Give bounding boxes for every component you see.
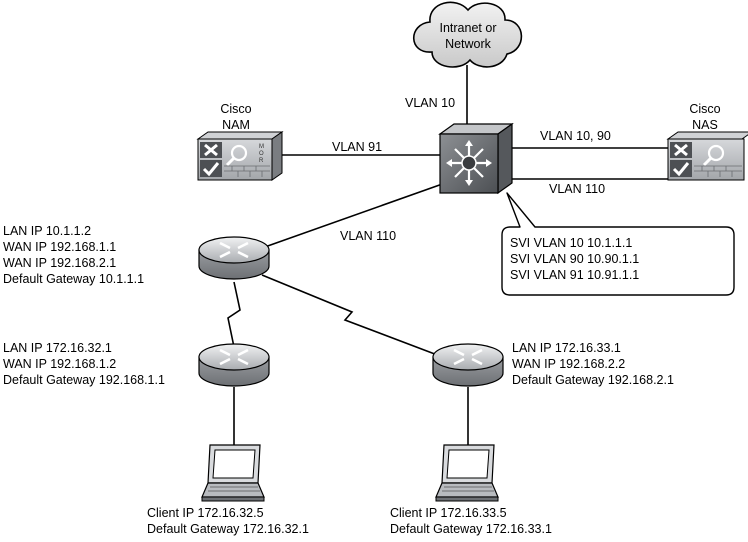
nam-label-line2: NAM — [222, 118, 250, 132]
client-left-info: Client IP 172.16.32.5 Default Gateway 17… — [147, 505, 309, 537]
router-left-icon — [198, 343, 270, 387]
router-left-line2: WAN IP 192.168.1.2 — [3, 357, 117, 371]
svg-text:R: R — [259, 158, 264, 164]
router-top-line1: LAN IP 10.1.1.2 — [3, 224, 92, 238]
nas-label-line2: NAS — [692, 118, 718, 132]
link-label-vlan10: VLAN 10 — [405, 96, 456, 110]
nas-appliance-icon — [666, 131, 748, 181]
svi-line1: SVI VLAN 10 10.1.1.1 — [510, 236, 633, 250]
router-right-info: LAN IP 172.16.33.1 WAN IP 192.168.2.2 De… — [512, 340, 674, 388]
svg-text:O: O — [259, 151, 264, 157]
svi-callout — [501, 192, 735, 296]
laptop-left-icon — [201, 444, 265, 502]
client-left-line1: Client IP 172.16.32.5 — [147, 506, 264, 520]
nam-label: Cisco NAM — [214, 101, 258, 133]
svi-callout-text: SVI VLAN 10 10.1.1.1 SVI VLAN 90 10.90.1… — [510, 235, 639, 283]
router-left-line1: LAN IP 172.16.32.1 — [3, 341, 112, 355]
laptop-right-icon — [435, 444, 499, 502]
router-top-line3: WAN IP 192.168.2.1 — [3, 256, 117, 270]
client-right-line1: Client IP 172.16.33.5 — [390, 506, 507, 520]
nas-label: Cisco NAS — [683, 101, 727, 133]
nas-label-line1: Cisco — [689, 102, 721, 116]
router-top-line2: WAN IP 192.168.1.1 — [3, 240, 117, 254]
svi-line3: SVI VLAN 91 10.91.1.1 — [510, 268, 640, 282]
svg-text:M: M — [259, 144, 264, 150]
nam-label-line1: Cisco — [220, 102, 252, 116]
wan-link-right — [261, 274, 441, 357]
client-right-line2: Default Gateway 172.16.33.1 — [390, 522, 552, 536]
link-label-vlan91: VLAN 91 — [332, 140, 383, 154]
link-label-vlan110-router: VLAN 110 — [340, 229, 397, 243]
router-right-line1: LAN IP 172.16.33.1 — [512, 341, 621, 355]
client-left-line2: Default Gateway 172.16.32.1 — [147, 522, 309, 536]
multilayer-switch-icon — [438, 122, 514, 195]
router-left-info: LAN IP 172.16.32.1 WAN IP 192.168.1.2 De… — [3, 340, 165, 388]
link-switch-router-top — [261, 181, 449, 249]
links — [227, 65, 668, 445]
nam-appliance-icon: M O R — [196, 131, 284, 181]
router-right-line3: Default Gateway 192.168.2.1 — [512, 373, 674, 387]
cloud-label-line2: Network — [445, 37, 491, 51]
client-right-info: Client IP 172.16.33.5 Default Gateway 17… — [390, 505, 552, 537]
router-right-line2: WAN IP 192.168.2.2 — [512, 357, 626, 371]
svi-line2: SVI VLAN 90 10.90.1.1 — [510, 252, 640, 266]
cloud-label: Intranet or Network — [430, 20, 506, 52]
router-top-line4: Default Gateway 10.1.1.1 — [3, 272, 145, 286]
router-left-line3: Default Gateway 192.168.1.1 — [3, 373, 165, 387]
cloud-label-line1: Intranet or — [439, 21, 497, 35]
link-label-vlan10-90: VLAN 10, 90 — [540, 129, 611, 143]
link-label-vlan110-nas: VLAN 110 — [549, 182, 606, 196]
router-right-icon — [432, 343, 504, 387]
cloud-icon — [413, 1, 523, 68]
wan-link-left — [227, 281, 241, 348]
router-top-info: LAN IP 10.1.1.2 WAN IP 192.168.1.1 WAN I… — [3, 223, 144, 287]
router-top-icon — [198, 236, 270, 280]
